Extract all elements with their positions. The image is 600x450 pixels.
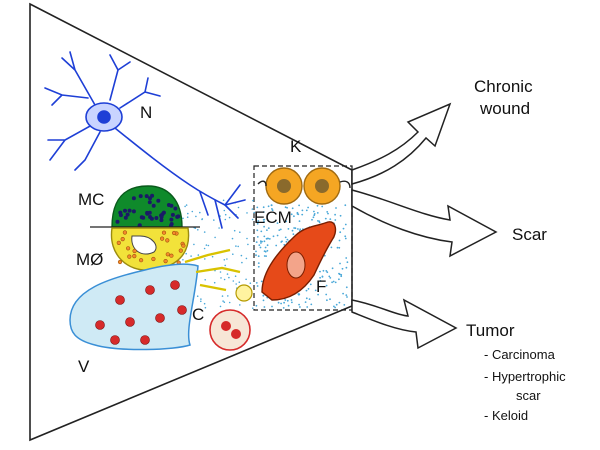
label-fibroblast: F	[316, 277, 326, 296]
arrow-tumor	[351, 298, 458, 350]
label-chronic: Chronic	[474, 77, 533, 96]
capillary-cell	[184, 248, 253, 351]
label-wound: wound	[479, 99, 530, 118]
tumor-item-hypertrophic: - Hypertrophic	[484, 369, 566, 384]
label-scar: Scar	[512, 225, 547, 244]
label-mast-cell: MC	[78, 190, 104, 209]
neuron-cell	[44, 51, 246, 229]
label-vessel: V	[78, 357, 90, 376]
keratinocytes	[257, 167, 351, 205]
arrow-chronic	[351, 102, 452, 185]
label-capillary: C	[192, 305, 204, 324]
label-neuron: N	[140, 103, 152, 122]
tumor-item-scar: scar	[516, 388, 541, 403]
mast-cell	[111, 185, 183, 228]
tissue-box	[253, 165, 353, 311]
label-tumor: Tumor	[466, 321, 515, 340]
arrow-scar	[351, 189, 498, 258]
fibroblast-cell	[261, 221, 337, 301]
outcome-arrows	[351, 102, 498, 350]
label-keratinocyte: K	[290, 137, 302, 156]
label-ecm: ECM	[254, 208, 292, 227]
tumor-item-keloid: - Keloid	[484, 408, 528, 423]
blood-vessel	[69, 263, 199, 351]
tumor-item-carcinoma: - Carcinoma	[484, 347, 556, 362]
label-macrophage: MØ	[76, 250, 103, 269]
